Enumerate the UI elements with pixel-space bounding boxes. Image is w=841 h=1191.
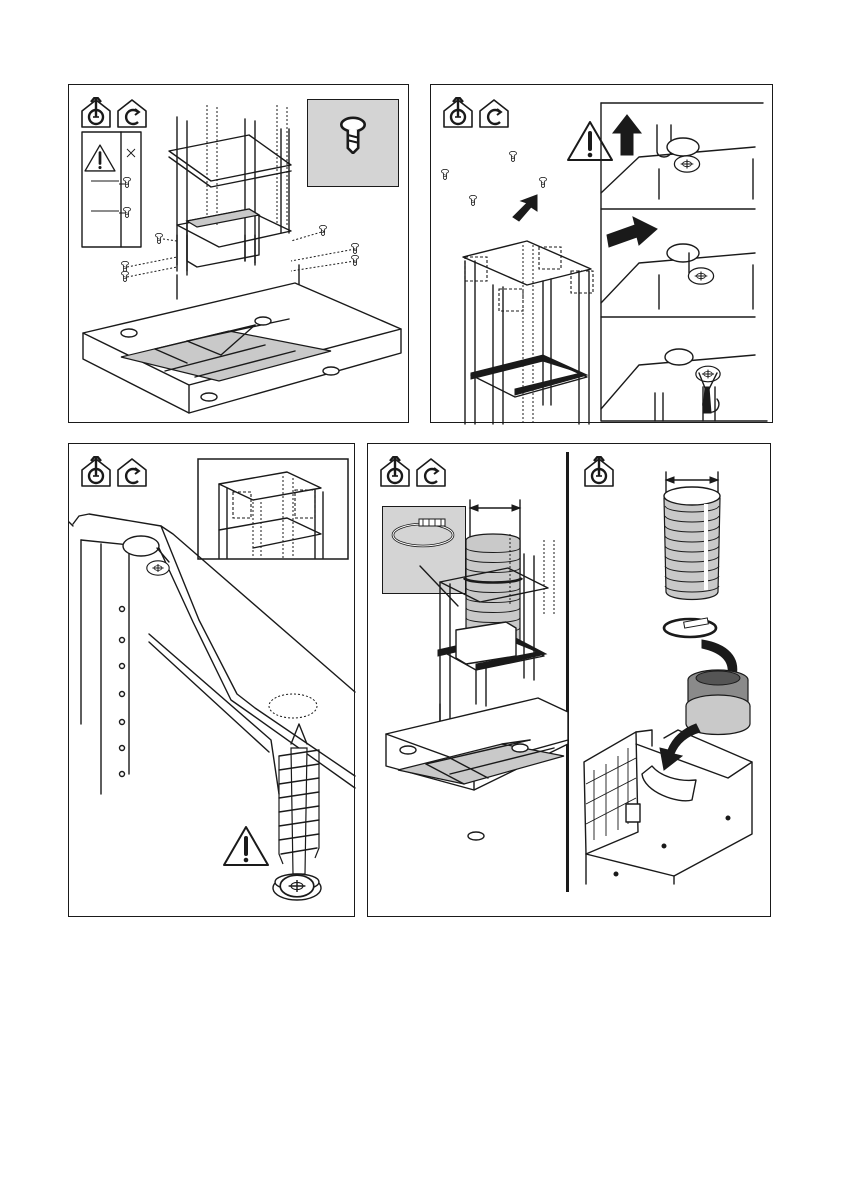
panel-1-mount-frame: [68, 84, 409, 423]
wall-fix-drawing: [69, 444, 356, 918]
filter-assembly-drawing: [568, 444, 768, 918]
bracket-steps-inset: [599, 103, 769, 423]
panel-3-wall-fix: [68, 443, 355, 917]
warning-icon: [221, 824, 271, 868]
panel-2-bracket-fix: [430, 84, 773, 423]
panel-4-duct-connect: [367, 443, 771, 917]
duct-hood-drawing: [368, 444, 568, 918]
frame-and-hood-drawing: [69, 85, 410, 424]
